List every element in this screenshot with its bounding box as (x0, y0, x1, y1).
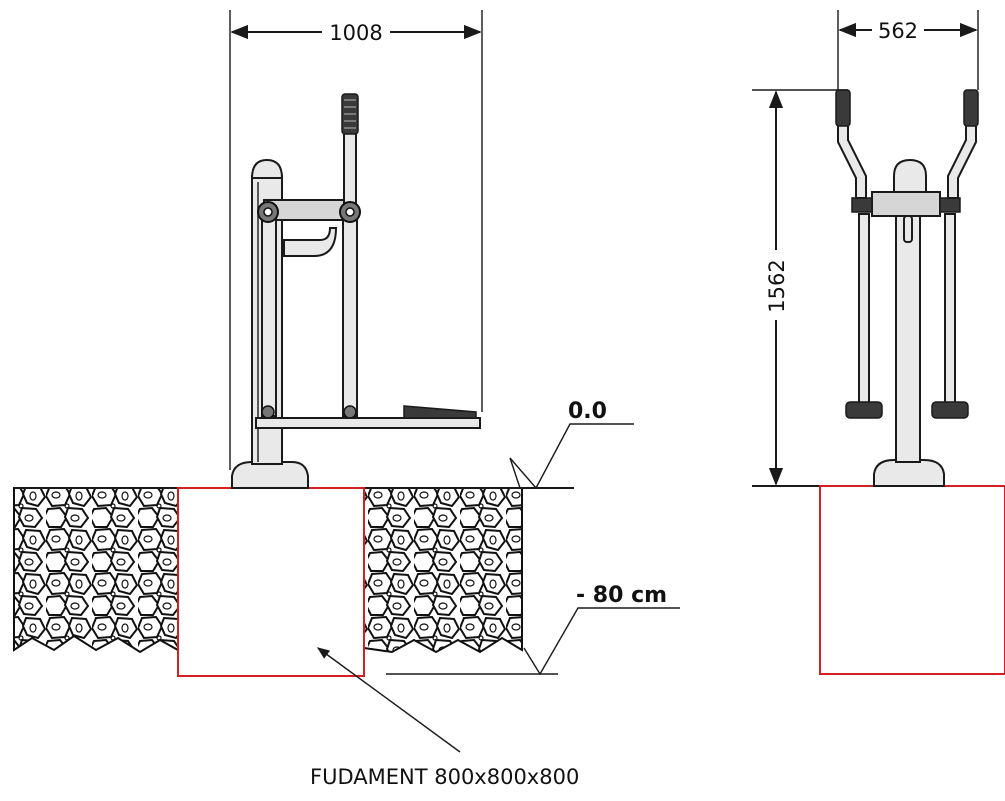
level-ground-label: 0.0 (568, 399, 607, 424)
soil-section (13, 487, 523, 654)
front-right-pendulum (944, 213, 956, 405)
front-left-arm (837, 119, 867, 199)
front-right-arm (947, 119, 977, 199)
dimension-side-width: 1008 (229, 10, 483, 470)
dimension-height: 1562 (752, 89, 848, 486)
foundation-label: FUDAMENT 800x800x800 (310, 765, 579, 789)
front-right-grip (963, 89, 979, 127)
front-left-foot (845, 401, 883, 419)
front-right-foot (931, 401, 969, 419)
equipment-side-view (231, 93, 481, 489)
level-mark-depth: - 80 cm (386, 583, 680, 676)
soil-left (13, 487, 179, 654)
side-base (231, 461, 309, 489)
front-head (893, 158, 927, 193)
front-crossbar (871, 191, 941, 217)
foundation-side (177, 487, 365, 677)
front-left-grip (835, 89, 851, 127)
side-rear-pendulum (261, 205, 277, 417)
level-depth-label: - 80 cm (576, 583, 667, 608)
side-platform (255, 417, 481, 429)
foundation-front (819, 485, 1005, 675)
dimension-height-label: 1562 (765, 259, 789, 312)
dimension-front-width: 562 (837, 10, 979, 90)
side-footrest (403, 405, 477, 419)
front-base (873, 459, 945, 487)
side-seat (283, 227, 338, 257)
front-main-post (895, 215, 921, 463)
equipment-front-view (835, 89, 979, 487)
side-front-pendulum (342, 205, 358, 417)
dimension-front-width-label: 562 (878, 19, 918, 43)
soil-right (363, 487, 523, 654)
dimension-side-width-label: 1008 (329, 21, 382, 45)
level-mark-ground: 0.0 (509, 399, 634, 490)
foundation-callout: FUDAMENT 800x800x800 (310, 647, 579, 789)
front-left-pendulum (858, 213, 870, 405)
